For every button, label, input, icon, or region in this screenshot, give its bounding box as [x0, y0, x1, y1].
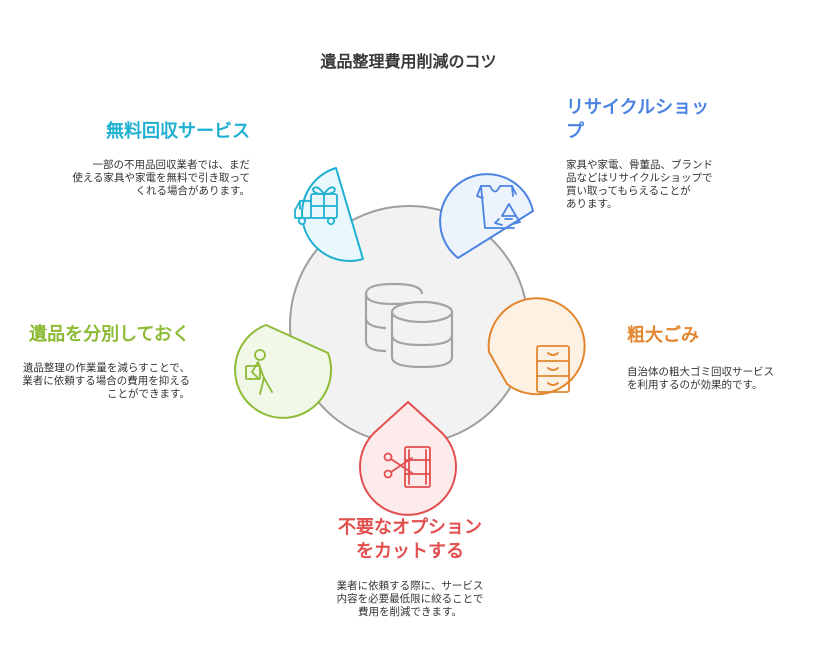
pin-options — [359, 401, 457, 516]
gift-truck-icon — [294, 186, 338, 226]
description-free-pickup: 一部の不用品回収業者では、まだ 使える家具や家電を無料で引き取って くれる場合が… — [72, 159, 250, 197]
pin-recycle-shop — [439, 173, 534, 259]
heading-options: 不要なオプション をカットする — [338, 517, 482, 562]
diagram-title: 遺品整理費用削減のコツ — [320, 52, 497, 71]
recycle-bag-icon — [476, 185, 521, 229]
heading-recycle-shop: リサイクルショッ プ — [566, 97, 710, 142]
description-oversized: 自治体の粗大ゴミ回収サービス を利用するのが効果的です。 — [627, 366, 774, 391]
description-recycle-shop: 家具や家電、骨董品、ブランド 品などはリサイクルショップで 買い取ってもらえるこ… — [566, 159, 713, 210]
database-icon — [364, 282, 454, 369]
pin-sorting — [234, 324, 333, 419]
person-carrying-box-icon — [245, 349, 273, 395]
scissors-film-icon — [383, 446, 431, 488]
heading-oversized: 粗大ごみ — [627, 325, 699, 346]
drawer-cabinet-icon — [536, 345, 570, 393]
heading-sorting: 遺品を分別しておく — [29, 324, 190, 345]
heading-free-pickup: 無料回収サービス — [106, 121, 250, 142]
description-options: 業者に依頼する際に、サービス 内容を必要最低限に絞ることで 費用を削減できます。 — [336, 580, 484, 618]
pin-oversized — [487, 297, 586, 396]
description-sorting: 遺品整理の作業量を減らすことで、 業者に依頼する場合の費用を抑える ことができま… — [22, 362, 190, 400]
pin-free-pickup — [294, 167, 364, 262]
